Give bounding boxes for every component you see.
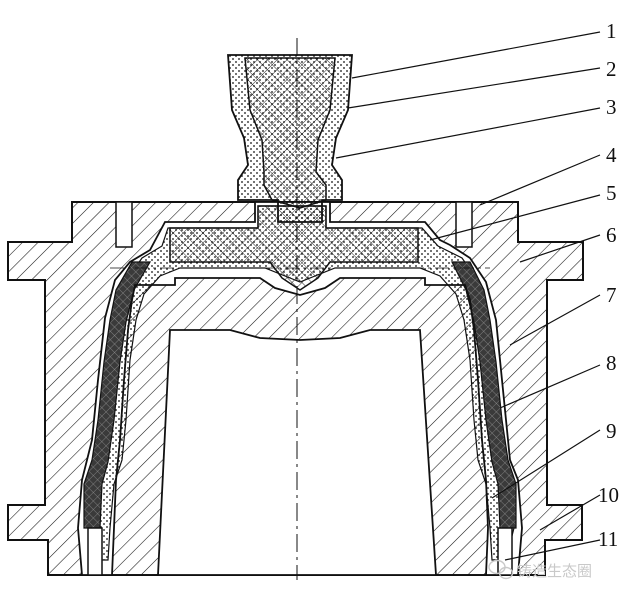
wechat-icon (488, 559, 514, 580)
callout-8: 8 (606, 351, 617, 375)
callout-4: 4 (606, 143, 617, 167)
watermark-text: 铸造生态圈 (517, 562, 592, 580)
callout-9: 9 (606, 419, 617, 443)
callout-6: 6 (606, 223, 617, 247)
callout-10: 10 (598, 483, 619, 507)
callout-labels: 1 2 3 4 5 6 7 8 9 10 11 (598, 19, 619, 551)
callout-11: 11 (598, 527, 618, 551)
runner-plate (169, 205, 419, 291)
callout-3: 3 (606, 95, 617, 119)
callout-1: 1 (606, 19, 617, 43)
leader-lines (335, 31, 601, 561)
callout-5: 5 (606, 181, 617, 205)
sprue-metal (244, 57, 336, 209)
casting-shell-right (451, 261, 517, 529)
vent-channels (87, 201, 513, 576)
watermark: 铸造生态圈 (488, 559, 592, 580)
callout-7: 7 (606, 283, 617, 307)
callout-2: 2 (606, 57, 617, 81)
